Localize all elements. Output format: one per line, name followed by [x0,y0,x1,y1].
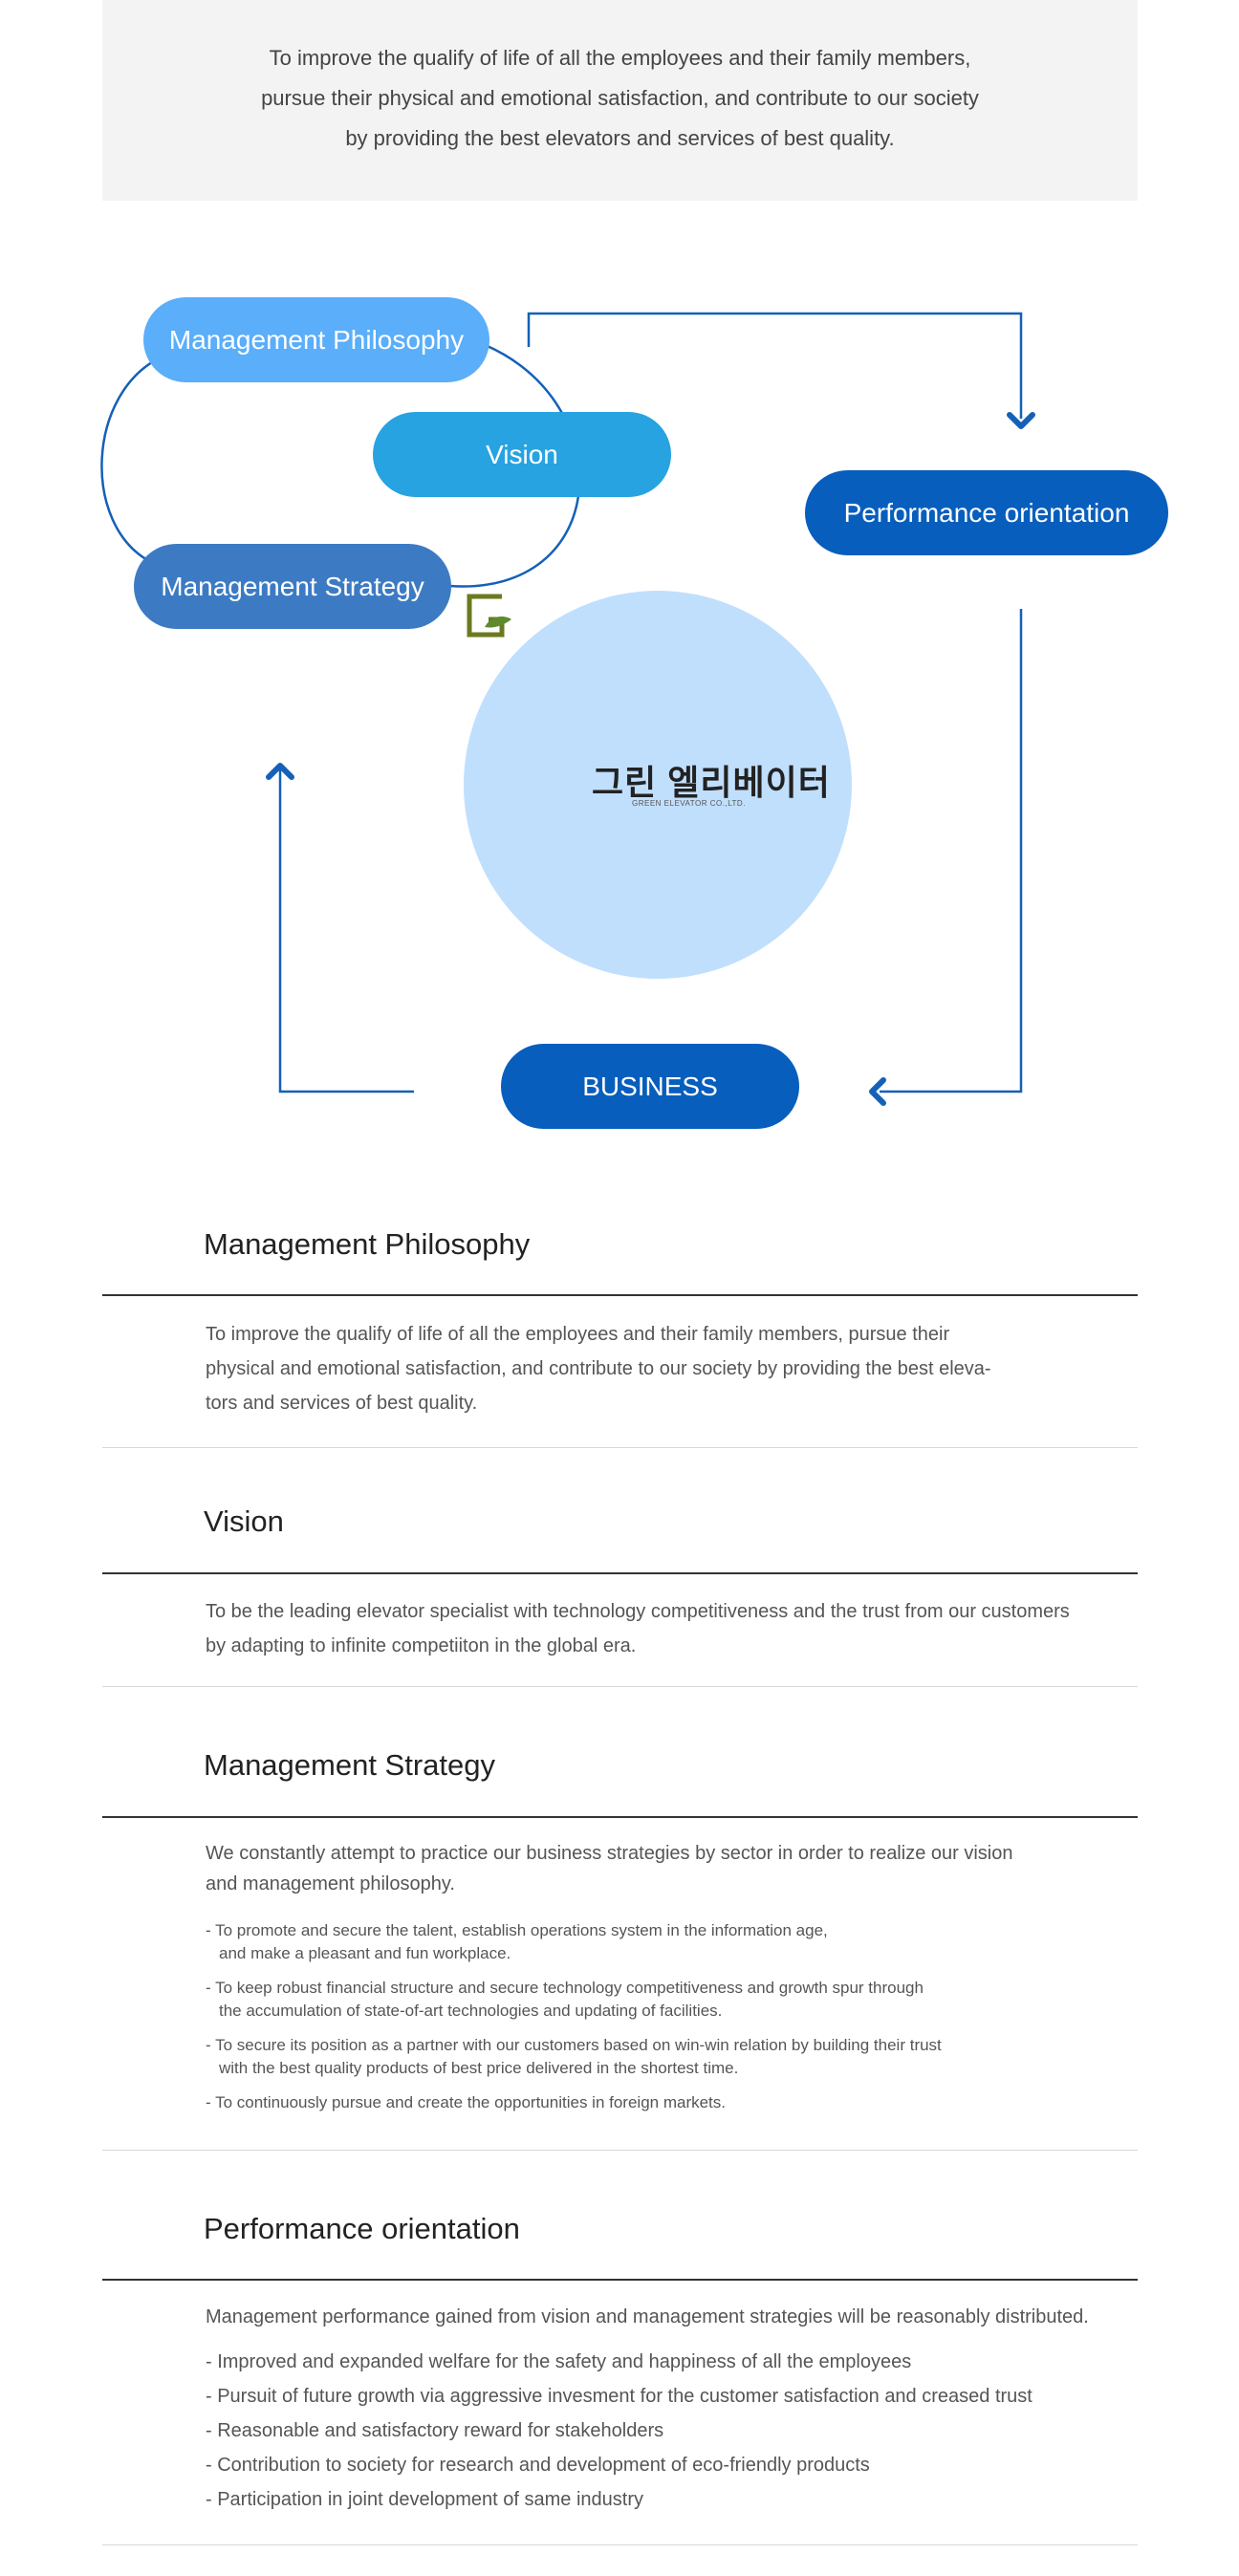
performance-pill: Performance orientation [805,470,1168,555]
company-logo-circle: 그린 엘리베이터 GREEN ELEVATOR CO.,LTD. [464,591,852,979]
philosophy-pill: Management Philosophy [143,297,489,382]
list-item: - To keep robust financial structure and… [206,1979,924,2020]
connector-left [278,768,414,1093]
section-bottom-border [102,2150,1138,2151]
intro-banner: To improve the qualify of life of all th… [102,0,1138,201]
diagram-connectors [100,312,1035,1106]
performance-bullet-list: - Improved and expanded welfare for the … [206,2345,1032,2517]
section-text-line: To be the leading elevator specialist wi… [206,1601,1070,1622]
list-item: - Reasonable and satisfactory reward for… [206,2420,664,2441]
intro-line: by providing the best elevators and serv… [345,126,895,150]
intro-line: To improve the qualify of life of all th… [269,46,971,70]
green-elevator-logo-icon [467,594,511,638]
strategy-section: Management Strategy We constantly attemp… [102,1735,1138,2151]
section-divider [102,1294,1138,1296]
section-title: Performance orientation [204,2212,520,2245]
philosophy-section: Management Philosophy To improve the qua… [102,1214,1138,1448]
section-text-line: and management philosophy. [206,1873,455,1894]
arrow-up-icon [266,763,294,780]
management-cycle-diagram: Management Philosophy Vision Management … [0,220,1239,1157]
section-text-line: We constantly attempt to practice our bu… [206,1843,1013,1864]
section-bottom-border [102,1447,1138,1448]
section-bottom-border [102,2544,1138,2545]
section-title: Management Strategy [204,1748,496,1782]
loop-arc-left [100,355,163,564]
list-item: - Pursuit of future growth via aggressiv… [206,2386,1032,2407]
strategy-pill: Management Strategy [134,544,451,629]
section-text-line: tors and services of best quality. [206,1393,478,1414]
section-text-line: by adapting to infinite competiiton in t… [206,1635,637,1656]
list-item: - To secure its position as a partner wi… [206,2036,942,2077]
section-divider [102,2279,1138,2281]
strategy-bullet-list: - To promote and secure the talent, esta… [206,1919,942,2126]
section-text-line: physical and emotional satisfaction, and… [206,1358,991,1379]
intro-line: pursue their physical and emotional sati… [261,86,979,110]
section-bottom-border [102,1686,1138,1687]
section-title: Vision [204,1504,284,1538]
connector-right [880,609,1023,1093]
arrow-left-icon [869,1077,886,1106]
company-logo-english: GREEN ELEVATOR CO.,LTD. [632,799,746,808]
connector-top [527,312,1023,419]
vision-section: Vision To be the leading elevator specia… [102,1491,1138,1687]
list-item: - To continuously pursue and create the … [206,2093,726,2111]
section-title: Management Philosophy [204,1227,531,1261]
section-text-line: To improve the qualify of life of all th… [206,1324,950,1345]
list-item: - Participation in joint development of … [206,2489,644,2510]
list-item: - To promote and secure the talent, esta… [206,1921,828,1962]
section-divider [102,1816,1138,1818]
performance-section: Performance orientation Management perfo… [102,2197,1138,2545]
vision-pill: Vision [373,412,671,497]
company-logo-korean: 그린 엘리베이터 [592,763,831,802]
section-intro-text: Management performance gained from visio… [206,2306,1089,2327]
list-item: - Improved and expanded welfare for the … [206,2351,912,2372]
section-divider [102,1572,1138,1574]
business-pill: BUSINESS [501,1044,799,1129]
list-item: - Contribution to society for research a… [206,2455,870,2476]
arrow-down-icon [1007,412,1035,429]
